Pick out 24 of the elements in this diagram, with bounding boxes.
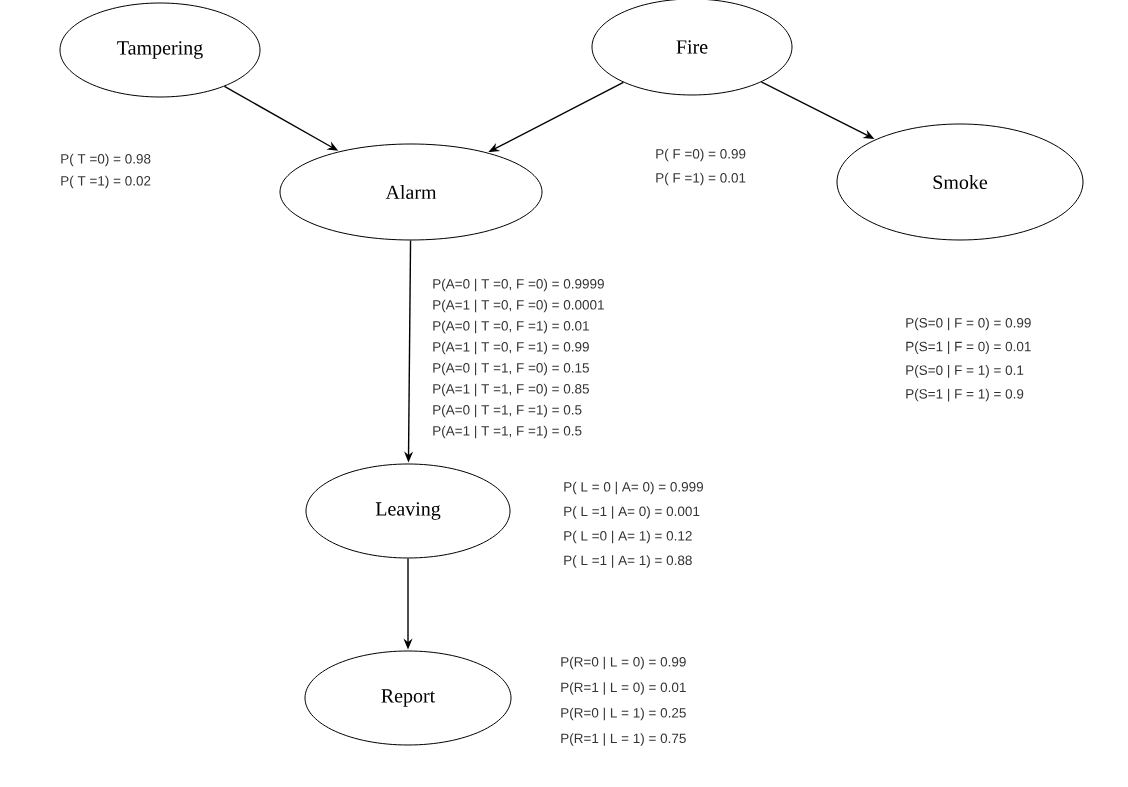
probability-text: P(A=1 | T =1, F =1) = 0.5 [433, 425, 582, 439]
probability-text: P(A=0 | T =1, F =1) = 0.5 [433, 404, 582, 418]
probability-text: P(S=1 | F = 1) = 0.9 [906, 388, 1024, 402]
probability-text: P( F =1) = 0.01 [656, 172, 746, 186]
probability-text: P( L = 0 | A= 0) = 0.999 [564, 481, 703, 495]
probability-text: P( F =0) = 0.99 [656, 148, 746, 162]
probability-text: P(R=0 | L = 0) = 0.99 [561, 656, 686, 670]
probability-text: P( T =0) = 0.98 [61, 153, 151, 167]
probability-text: P(A=1 | T =1, F =0) = 0.85 [433, 383, 589, 397]
probability-text: P(A=1 | T =0, F =0) = 0.0001 [433, 299, 604, 313]
probability-text: P(R=1 | L = 1) = 0.75 [561, 733, 686, 746]
probability-text: P(A=1 | T =0, F =1) = 0.99 [433, 341, 589, 355]
probability-text: P(S=0 | F = 0) = 0.99 [906, 317, 1031, 331]
probability-text: P( L =1 | A= 1) = 0.88 [564, 555, 692, 568]
probability-text: P(R=1 | L = 0) = 0.01 [561, 682, 686, 695]
probability-text: P(S=0 | F = 1) = 0.1 [906, 365, 1024, 378]
probability-text: P( L =1 | A= 0) = 0.001 [564, 506, 700, 519]
probability-text: P( T =1) = 0.02 [61, 175, 151, 189]
probability-text: P(A=0 | T =0, F =1) = 0.01 [433, 320, 589, 334]
probability-text: P( L =0 | A= 1) = 0.12 [564, 530, 692, 544]
probability-text: P(A=0 | T =1, F =0) = 0.15 [433, 362, 589, 376]
probability-text: P(A=0 | T =0, F =0) = 0.9999 [433, 278, 604, 292]
probability-text: P(R=0 | L = 1) = 0.25 [561, 707, 686, 721]
probability-text: P(S=1 | F = 0) = 0.01 [906, 341, 1031, 354]
